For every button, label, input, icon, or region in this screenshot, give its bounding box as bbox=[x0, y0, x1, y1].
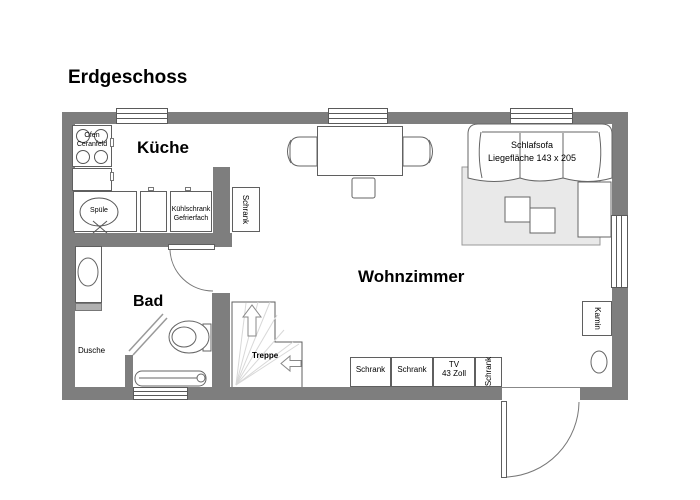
wall-right-lower bbox=[612, 288, 628, 400]
room-label-kitchen: Küche bbox=[137, 138, 189, 157]
window-top-2 bbox=[328, 108, 388, 124]
wall-top-1 bbox=[62, 112, 116, 124]
cabinet-tall-label-wrap: Schrank bbox=[475, 352, 502, 390]
dining-chairs bbox=[287, 136, 433, 199]
fireplace-vase bbox=[590, 350, 608, 374]
fridge-label-line2: Gefrierfach bbox=[173, 215, 209, 222]
window-frame-line bbox=[511, 118, 572, 119]
page-title: Erdgeschoss bbox=[68, 67, 188, 88]
cabinet-bottom-2 bbox=[391, 357, 433, 387]
window-frame-line bbox=[621, 216, 622, 287]
room-label-bath: Bad bbox=[133, 293, 164, 310]
arrow-left-icon bbox=[280, 354, 302, 373]
stove-burners bbox=[76, 129, 108, 164]
wall-bottom-1 bbox=[62, 387, 133, 400]
sofa bbox=[467, 123, 613, 182]
cabinet-handle bbox=[110, 172, 114, 181]
window-frame-line bbox=[329, 113, 387, 114]
radiator bbox=[134, 370, 207, 387]
tv-label-line2: 43 Zoll bbox=[441, 369, 466, 378]
wall-stub-kitchen bbox=[213, 167, 230, 233]
window-bathroom bbox=[133, 387, 188, 400]
wall-top-3 bbox=[388, 112, 510, 124]
window-frame-line bbox=[134, 391, 187, 392]
sofa-label-line2: Liegefläche 143 x 205 bbox=[487, 153, 577, 163]
window-top-1 bbox=[116, 108, 168, 124]
entrance-door-arc bbox=[506, 401, 580, 478]
tv-board bbox=[433, 357, 475, 387]
room-label-living: Wohnzimmer bbox=[358, 267, 465, 286]
sofa-label-line1: Schlafsofa bbox=[510, 140, 554, 150]
window-right bbox=[611, 215, 628, 288]
window-frame-line bbox=[616, 216, 617, 287]
cabinet-1-label: Schrank bbox=[355, 365, 386, 374]
stove-label-line2: Ceranfeld bbox=[76, 141, 108, 148]
wall-left bbox=[62, 112, 75, 400]
cabinet-2-label: Schrank bbox=[397, 365, 427, 374]
fridge bbox=[170, 191, 212, 232]
arrow-up-icon bbox=[242, 304, 262, 337]
stove-handle bbox=[110, 138, 114, 147]
coffee-table-1 bbox=[504, 196, 531, 223]
wall-stub-bath bbox=[212, 293, 230, 387]
washbasin bbox=[77, 257, 99, 287]
sofa-chaise bbox=[577, 181, 612, 238]
coffee-table-2 bbox=[529, 207, 556, 234]
kitchen-wardrobe-label: Schrank bbox=[241, 194, 251, 225]
tv-label-line1: TV bbox=[448, 360, 460, 369]
fireplace-label-wrap: Kamin bbox=[582, 301, 612, 336]
cabinet-bottom-1 bbox=[350, 357, 391, 387]
kitchen-wardrobe-label-wrap: Schrank bbox=[232, 187, 260, 232]
wall-bottom-2 bbox=[188, 387, 502, 400]
stairs bbox=[231, 301, 303, 387]
entrance-door-leaf bbox=[501, 401, 507, 478]
wall-right-upper bbox=[612, 112, 628, 215]
cabinet-tall-label: Schrank bbox=[484, 356, 494, 386]
window-frame-line bbox=[134, 395, 187, 396]
hinge-mark bbox=[148, 187, 154, 191]
washbasin-shelf bbox=[75, 303, 102, 311]
window-frame-line bbox=[117, 118, 167, 119]
shower-screen bbox=[128, 313, 168, 356]
wall-top-2 bbox=[168, 112, 328, 124]
fireplace-label: Kamin bbox=[592, 307, 602, 330]
fireplace bbox=[582, 301, 612, 336]
hinge-mark bbox=[185, 187, 191, 191]
toilet bbox=[168, 320, 212, 354]
kitchen-wardrobe bbox=[232, 187, 260, 232]
wall-kitchen-bath bbox=[62, 233, 232, 247]
wall-stub-shower bbox=[125, 355, 133, 387]
window-frame-line bbox=[329, 118, 387, 119]
stairs-label: Treppe bbox=[252, 351, 279, 360]
shower-label: Dusche bbox=[78, 346, 106, 355]
dining-table bbox=[317, 126, 403, 176]
window-frame-line bbox=[511, 113, 572, 114]
cabinet-tall bbox=[475, 357, 502, 387]
stove-label-line1: Ofen bbox=[84, 132, 100, 139]
kitchen-cabinet-2 bbox=[140, 191, 167, 232]
bathroom-door-leaf bbox=[168, 244, 215, 250]
window-frame-line bbox=[117, 113, 167, 114]
sink-label: Spüle bbox=[90, 207, 108, 214]
window-top-3 bbox=[510, 108, 573, 124]
bathroom-door-arc bbox=[169, 249, 214, 292]
fridge-label-line1: Kühlschrank bbox=[171, 206, 211, 213]
kitchen-sink bbox=[79, 197, 119, 234]
